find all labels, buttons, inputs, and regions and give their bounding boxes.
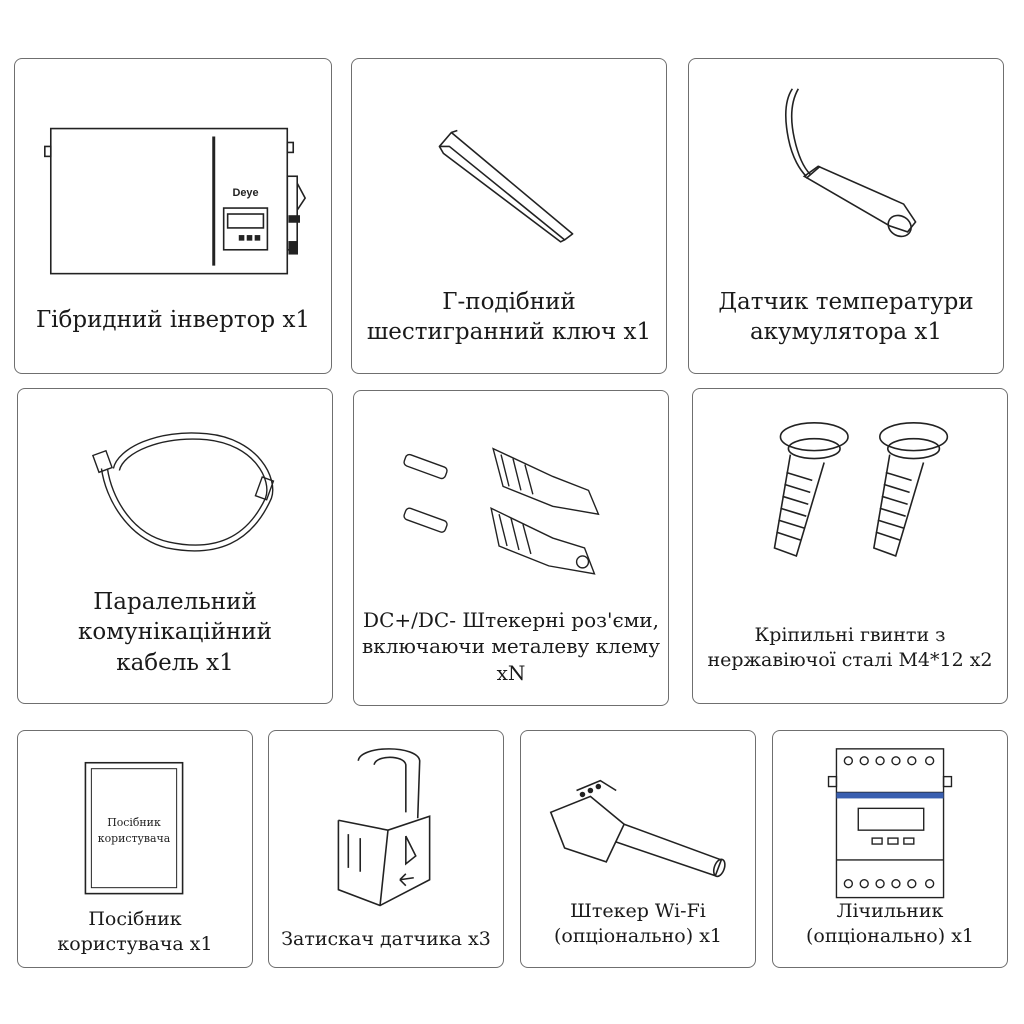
item-card-user-manual: Посібник користувача Посібник користувач…	[17, 730, 253, 968]
item-card-parallel-cable: Паралельний комунікаційний кабель x1	[17, 388, 333, 704]
sensor-clamp-icon	[337, 748, 431, 907]
item-card-temperature-sensor: Датчик температури акумулятора x1	[688, 58, 1004, 374]
hex-key-icon	[438, 129, 574, 243]
item-label: Гібридний інвертор x1	[35, 307, 311, 333]
item-card-hex-key: Г-подібний шестигранний ключ x1	[351, 58, 667, 374]
item-label: Лічильник (опціонально) x1	[805, 900, 974, 948]
item-label: Г-подібний шестигранний ключ x1	[366, 289, 652, 346]
item-label: Затискач датчика x3	[281, 928, 491, 950]
item-card-wifi-plug: Штекер Wi-Fi (опціонально) x1	[520, 730, 756, 968]
user-manual-icon: Посібник користувача	[84, 761, 184, 895]
dc-connector-icon	[403, 447, 600, 575]
meter-icon	[827, 748, 953, 899]
item-card-meter: Лічильник (опціонально) x1	[772, 730, 1008, 968]
item-label: Датчик температури акумулятора x1	[718, 289, 974, 346]
item-label: Штекер Wi-Fi (опціонально) x1	[553, 900, 722, 948]
screws-icon	[773, 421, 949, 557]
item-card-inverter: Deye Гібридний інвертор x1	[14, 58, 332, 374]
item-label: Кріпильні гвинти з нержавіючої сталі М4*…	[707, 624, 993, 672]
item-label: DC+/DC- Штекерні роз'єми, включаючи мета…	[361, 608, 661, 685]
temperature-sensor-icon	[784, 88, 917, 238]
cable-icon	[91, 432, 275, 552]
svg-text:Посібник: Посібник	[107, 816, 161, 829]
item-label: Паралельний комунікаційний кабель x1	[78, 589, 272, 676]
item-label: Посібник користувача x1	[57, 908, 213, 956]
wifi-plug-icon	[549, 779, 726, 878]
item-card-screws: Кріпильні гвинти з нержавіючої сталі М4*…	[692, 388, 1008, 704]
hybrid-inverter-icon: Deye	[44, 127, 307, 275]
item-card-dc-connectors: DC+/DC- Штекерні роз'єми, включаючи мета…	[353, 390, 669, 706]
svg-text:користувача: користувача	[98, 832, 171, 845]
inverter-logo: Deye	[232, 187, 258, 199]
item-card-sensor-clamp: Затискач датчика x3	[268, 730, 504, 968]
